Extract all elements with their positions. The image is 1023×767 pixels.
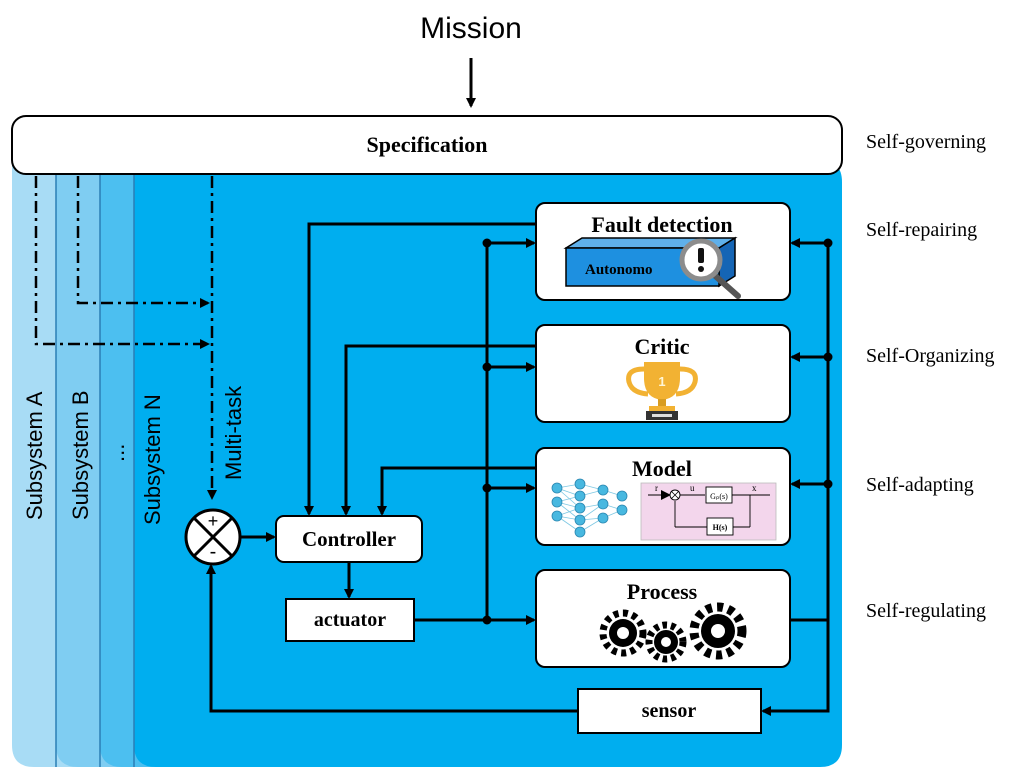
- magnifier-alert-icon: [679, 238, 741, 299]
- node-bus-critic: [482, 362, 492, 372]
- gear-icon-small-mid: [645, 621, 687, 663]
- model-to-controller: [377, 466, 536, 516]
- summing-minus: -: [210, 541, 217, 563]
- loop-u: u: [690, 483, 695, 493]
- controller-label: Controller: [302, 527, 396, 551]
- node-bus-fault: [482, 238, 492, 248]
- trophy-number: 1: [658, 374, 665, 389]
- summing-junction: + -: [184, 508, 242, 566]
- model-title: Model: [632, 456, 692, 481]
- level-self-organizing: Self-Organizing: [866, 345, 995, 367]
- node-out-fault: [823, 238, 833, 248]
- multitask-label: Multi-task: [221, 385, 246, 480]
- level-self-adapting: Self-adapting: [866, 474, 974, 496]
- node-out-critic: [823, 352, 833, 362]
- gear-icon-large: [689, 602, 747, 660]
- dashdot-line-a: [34, 176, 210, 349]
- specification-box: [11, 115, 843, 175]
- node-bus-process: [482, 615, 492, 625]
- process-title: Process: [627, 579, 698, 604]
- control-loop-icon: r u x Gₚ(s) H(s): [640, 482, 777, 541]
- autonomous-label: Autonomo: [585, 262, 653, 278]
- sensor-label: sensor: [642, 700, 697, 722]
- gear-icon-small-left: [599, 609, 647, 657]
- specification-label: Specification: [367, 132, 488, 157]
- sensor-feedback: [206, 564, 578, 713]
- loop-h: H(s): [713, 523, 728, 532]
- actuator-label: actuator: [314, 609, 386, 631]
- sensor-box: [577, 688, 762, 734]
- subsystem-b-label: Subsystem B: [68, 390, 93, 520]
- loop-gp: Gₚ(s): [710, 492, 728, 501]
- node-out-model: [823, 479, 833, 489]
- subsystem-a-label: Subsystem A: [22, 391, 47, 520]
- summing-plus: +: [208, 511, 219, 531]
- output-to-sensor: [761, 620, 830, 716]
- level-self-repairing: Self-repairing: [866, 219, 977, 241]
- subsystem-n-label: Subsystem N: [140, 394, 165, 525]
- subsystem-ellipsis: ...: [104, 444, 129, 462]
- trophy-icon: 1: [626, 362, 698, 420]
- loop-x: x: [752, 483, 757, 493]
- level-self-regulating: Self-regulating: [866, 600, 986, 622]
- node-bus-model: [482, 483, 492, 493]
- loop-r: r: [655, 483, 658, 493]
- neural-network-icon: [551, 478, 628, 538]
- fault-detection-title: Fault detection: [591, 212, 732, 237]
- fault-to-controller: [304, 222, 536, 516]
- mission-label: Mission: [420, 12, 522, 45]
- critic-to-controller: [341, 344, 536, 516]
- dashdot-line-b: [76, 176, 210, 308]
- level-self-governing: Self-governing: [866, 131, 986, 153]
- critic-title: Critic: [635, 334, 690, 359]
